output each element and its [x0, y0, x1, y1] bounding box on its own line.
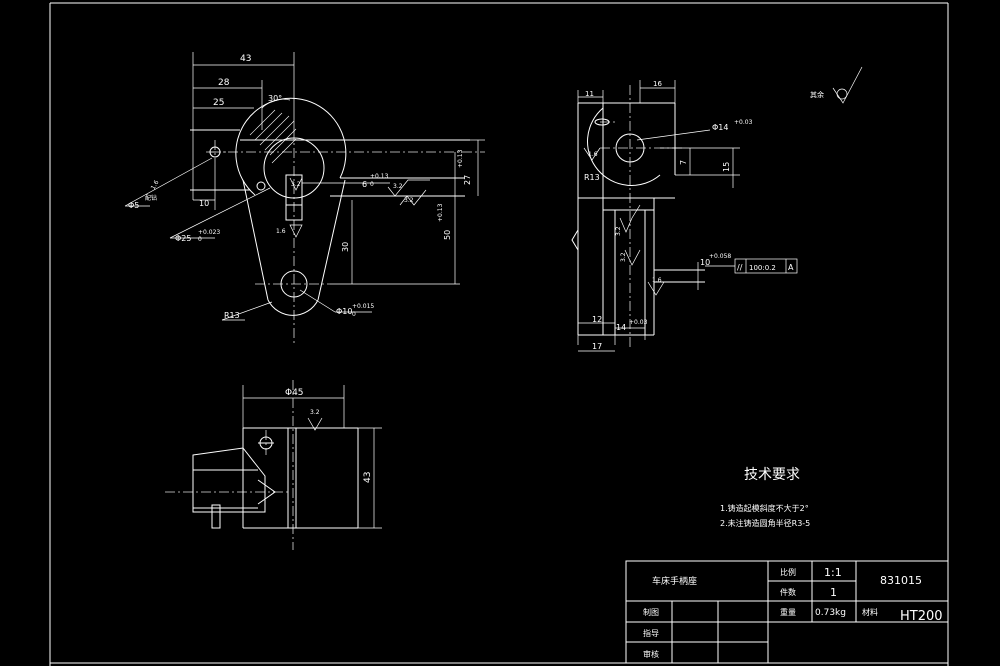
peizuan-label: 配钻 [145, 194, 157, 202]
scale-label: 比例 [780, 567, 796, 577]
parallel-value: 100:0.2 [749, 264, 776, 272]
side-view [571, 85, 705, 350]
dim-17: 17 [592, 342, 602, 351]
material-label: 材料 [862, 607, 878, 617]
dim-side-14: 14 [616, 323, 626, 332]
dim-7: 7 [679, 160, 688, 165]
dim-6-tol0: 0 [370, 181, 374, 188]
dim-12: 12 [592, 315, 602, 324]
roughness-1-6-a: 1.6 [150, 179, 161, 191]
dim-28: 28 [218, 78, 230, 88]
dim-phi25-tol0: 0 [198, 236, 202, 243]
bottom-roughness: 3.2 [310, 409, 320, 416]
dim-25: 25 [213, 98, 224, 108]
dim-side-14-tol: +0.03 [629, 319, 648, 326]
bottom-view: Φ45 43 3.2 [165, 380, 382, 550]
drawing-number: 831015 [880, 574, 922, 587]
dim-27-tol: +0.13 [457, 149, 464, 168]
rest-roughness-symbol: 其余 [810, 66, 863, 104]
dim-phi14-tol: +0.03 [734, 119, 753, 126]
parallelism-frame: // 100:0.2 A [705, 258, 798, 274]
part-name: 车床手柄座 [652, 575, 697, 587]
tech-req-item-1: 1.铸造起模斜度不大于2° [720, 503, 809, 513]
dim-11: 11 [585, 90, 594, 98]
dim-phi14: Φ14 [712, 123, 728, 132]
dim-30: 30 [341, 242, 350, 252]
rest-label: 其余 [810, 90, 824, 99]
roughness-1-6-b: 1.6 [276, 228, 286, 235]
drawing-frame [49, 2, 949, 666]
dim-phi10-tol0: 0 [352, 311, 356, 318]
side-roughness-3-2: 3.2 [615, 226, 622, 236]
dim-phi45: Φ45 [285, 388, 304, 398]
side-roughness-3-2-b: 3.2 [620, 252, 627, 262]
dim-43: 43 [240, 54, 251, 64]
parallel-datum: A [788, 263, 794, 272]
scale-value: 1:1 [824, 566, 842, 579]
dim-r13: R13 [224, 311, 240, 320]
material-value: HT200 [900, 609, 943, 624]
front-view [190, 97, 485, 345]
guide-label: 指导 [643, 628, 659, 638]
technical-requirements: 技术要求 1.铸造起模斜度不大于2° 2.未注铸造圆角半径R3-5 [720, 467, 810, 528]
dim-6-tol: +0.13 [370, 173, 389, 180]
side-roughness-1-6-b: 1.6 [652, 277, 662, 284]
dim-phi5: Φ5 [128, 201, 139, 210]
dim-15: 15 [722, 162, 731, 172]
dim-27: 27 [463, 175, 472, 185]
dim-phi10-tol: +0.015 [352, 303, 374, 310]
dim-phi25: Φ25 [175, 234, 191, 243]
side-roughness-1-6-a: 1.6 [588, 151, 598, 158]
roughness-3-2-b: 3.2 [404, 197, 414, 204]
weight-label: 重量 [780, 607, 796, 617]
dim-phi25-tol: +0.023 [198, 229, 220, 236]
dim-side-r13: R13 [584, 173, 600, 182]
dim-bottom-43: 43 [363, 472, 373, 483]
tech-req-title: 技术要求 [744, 467, 800, 483]
parallel-symbol: // [737, 263, 743, 272]
dim-16: 16 [653, 80, 662, 88]
qty-value: 1 [830, 586, 837, 599]
review-label: 审核 [643, 649, 659, 659]
qty-label: 件数 [780, 587, 796, 597]
dim-side-10: 10 [700, 258, 710, 267]
roughness-3-2-a: 3.2 [393, 183, 403, 190]
dim-50: 50 [443, 230, 452, 240]
side-view-dimensions: 11 16 Φ14 +0.03 15 7 R13 1.6 3.2 3.2 1.6… [577, 80, 798, 352]
title-block: 车床手柄座 比例 1:1 件数 1 831015 制图 重量 0.73kg 材料… [625, 560, 949, 664]
tech-req-item-2: 2.未注铸造圆角半径R3-5 [720, 518, 810, 528]
draw-label: 制图 [643, 607, 659, 617]
dim-10: 10 [199, 199, 209, 208]
dim-side-10-tol: +0.058 [709, 253, 731, 260]
roughness-3-2-c: 3.2 [291, 181, 301, 188]
front-view-dimensions: 43 28 25 30° 10 Φ5 配钻 1.6 Φ25 +0.023 0 6… [124, 52, 485, 321]
weight-value: 0.73kg [815, 608, 846, 618]
dim-6: 6 [362, 180, 367, 189]
dim-50-tol: +0.13 [437, 203, 444, 222]
dim-phi10: Φ10 [336, 307, 352, 316]
dim-angle-30: 30° [268, 94, 282, 103]
